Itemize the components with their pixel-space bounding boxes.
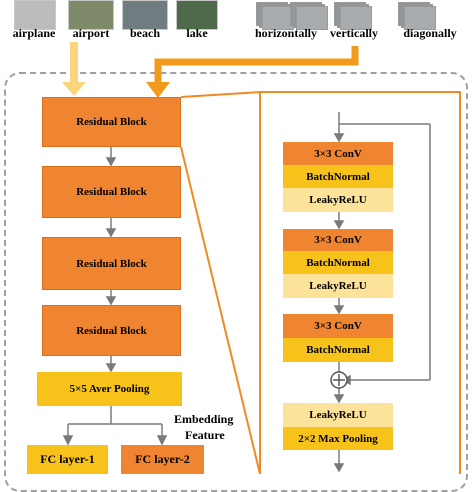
zoom-line-bottom xyxy=(180,146,261,474)
conv-3x3-2: 3×3 ConV xyxy=(283,229,393,251)
input-arrow-dark-head xyxy=(146,82,170,98)
airport-thumbnail xyxy=(68,0,114,30)
airport-label: airport xyxy=(72,26,110,40)
input-arrow-light xyxy=(62,42,86,96)
residual-block-3: Residual Block xyxy=(42,237,181,290)
backbone-connectors xyxy=(62,147,168,446)
input-arrow-dark xyxy=(154,46,359,84)
vertically-image-stack xyxy=(334,2,372,30)
residual-block-1: Residual Block xyxy=(42,97,181,147)
conv-3x3-1: 3×3 ConV xyxy=(283,142,393,165)
fc-layer-1: FC layer-1 xyxy=(27,445,108,474)
conv-3x3-3: 3×3 ConV xyxy=(283,314,393,338)
horizontally-image-stack-2 xyxy=(290,2,328,30)
max-pooling-block: 2×2 Max Pooling xyxy=(283,427,393,450)
diagonally-label: diagonally xyxy=(403,26,457,40)
beach-label: beach xyxy=(130,26,160,40)
lake-label: lake xyxy=(186,26,208,40)
batchnorm-3: BatchNormal xyxy=(283,338,393,362)
feature-label: Feature xyxy=(185,428,225,442)
batchnorm-2: BatchNormal xyxy=(283,251,393,274)
average-pooling-block: 5×5 Aver Pooling xyxy=(37,372,182,406)
detail-connectors xyxy=(333,112,431,473)
residual-block-4: Residual Block xyxy=(42,305,181,356)
beach-thumbnail xyxy=(122,0,168,30)
horizontally-label: horizontally xyxy=(255,26,317,40)
horizontally-image-stack xyxy=(256,2,294,30)
lake-thumbnail xyxy=(176,0,218,30)
airplane-thumbnail xyxy=(14,0,56,30)
connector-layer xyxy=(62,42,461,474)
fc-layer-2: FC layer-2 xyxy=(121,445,204,474)
diagonally-image-stack xyxy=(398,2,436,30)
airplane-label: airplane xyxy=(12,26,56,40)
residual-block-2: Residual Block xyxy=(42,166,181,218)
vertically-label: vertically xyxy=(330,26,378,40)
residual-detail-panel xyxy=(259,91,461,474)
leakyrelu-2: LeakyReLU xyxy=(283,274,393,298)
embedding-label: Embedding xyxy=(174,412,234,426)
leakyrelu-3: LeakyReLU xyxy=(283,403,393,427)
batchnorm-1: BatchNormal xyxy=(283,165,393,188)
zoom-line-top xyxy=(180,91,261,98)
leakyrelu-1: LeakyReLU xyxy=(283,188,393,212)
